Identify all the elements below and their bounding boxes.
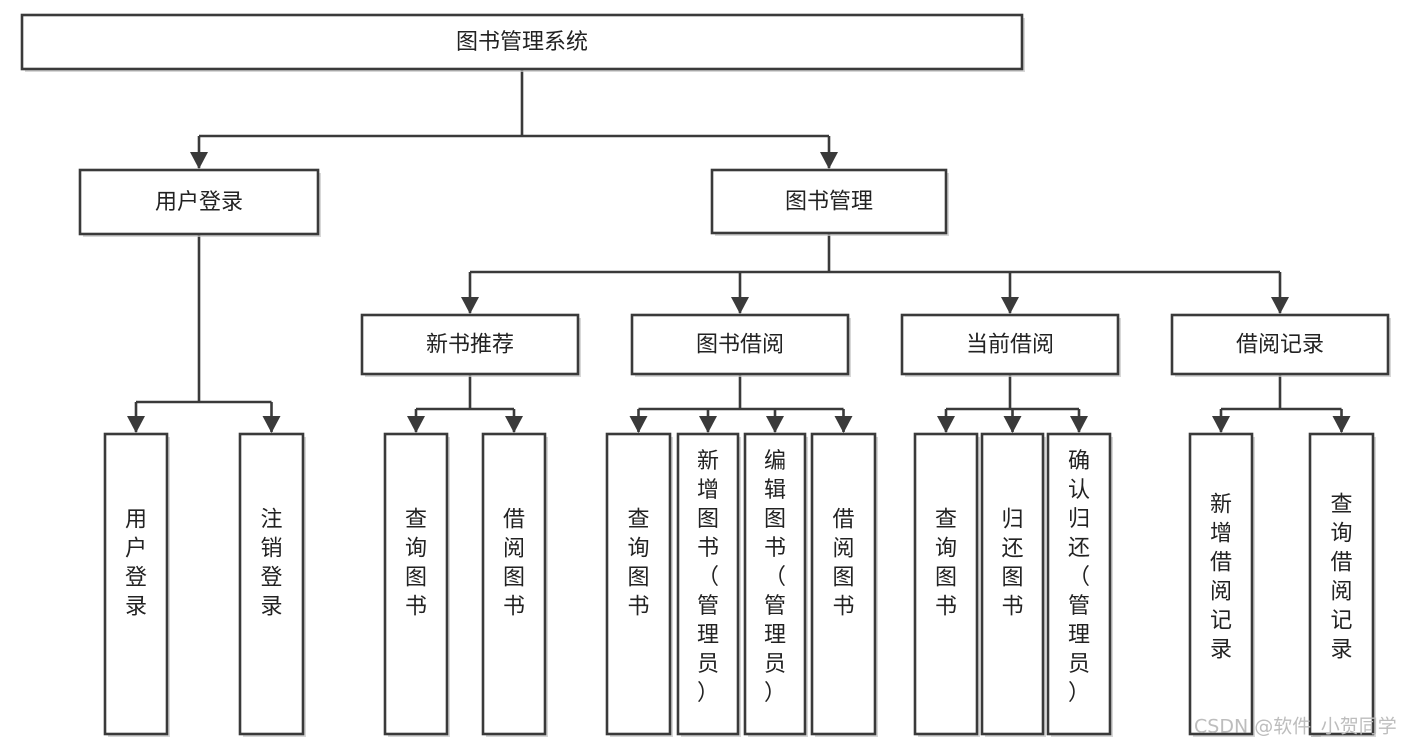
- box-outline: [630, 313, 850, 376]
- node-label: 查询图书: [405, 508, 427, 620]
- node-label: 借阅图书: [832, 508, 854, 620]
- box-outline: [900, 313, 1120, 376]
- arrow-head-icon: [1212, 416, 1230, 433]
- leaf-node-5[interactable]: 查询图书: [605, 432, 673, 737]
- node-label: 用户登录: [125, 508, 147, 620]
- node-label: 借阅记录: [1236, 333, 1324, 358]
- box-outline: [360, 313, 580, 376]
- arrow-head-icon: [937, 416, 955, 433]
- leaf-node-11[interactable]: 确认归还（管理员）: [1046, 432, 1113, 737]
- arrow-head-icon: [766, 416, 784, 433]
- level3-node-1[interactable]: 新书推荐: [360, 313, 581, 377]
- node-label: 查询图书: [627, 508, 649, 620]
- node-label: 查询图书: [935, 508, 957, 620]
- arrow-head-icon: [1003, 416, 1022, 433]
- box-outline: [238, 432, 305, 736]
- box-outline: [20, 13, 1024, 71]
- box-outline: [383, 432, 449, 736]
- node-label: 图书管理系统: [456, 30, 588, 55]
- node-label: 新书推荐: [426, 333, 514, 358]
- leaf-node-6[interactable]: 新增图书（管理员）: [676, 432, 741, 737]
- arrow-head-icon: [1070, 416, 1088, 433]
- box-outline: [78, 168, 320, 236]
- box-outline: [676, 432, 740, 736]
- watermark-label: CSDN @软件_小贺同学: [1194, 716, 1397, 738]
- level2-node-2[interactable]: 图书管理: [710, 168, 949, 236]
- leaf-node-1[interactable]: 用户登录: [103, 432, 170, 737]
- node-label: 当前借阅: [966, 333, 1054, 358]
- leaf-node-8[interactable]: 借阅图书: [810, 432, 878, 737]
- arrow-head-icon: [629, 416, 648, 433]
- arrow-head-icon: [1001, 297, 1019, 314]
- leaf-node-3[interactable]: 查询图书: [383, 432, 450, 737]
- arrow-head-icon: [407, 416, 425, 433]
- node-label: 编辑图书（管理员）: [764, 449, 786, 706]
- leaf-node-13[interactable]: 查询借阅记录: [1308, 432, 1376, 737]
- box-outline: [980, 432, 1045, 736]
- box-outline: [743, 432, 807, 736]
- leaf-node-10[interactable]: 归还图书: [980, 432, 1046, 737]
- node-label: 归还图书: [1001, 508, 1023, 620]
- node-label: 新增借阅记录: [1210, 493, 1232, 663]
- arrow-head-icon: [190, 152, 208, 169]
- arrow-head-icon: [461, 297, 479, 314]
- arrow-head-icon: [1271, 297, 1289, 314]
- node-label: 图书借阅: [696, 333, 784, 358]
- leaf-node-2[interactable]: 注销登录: [238, 432, 306, 737]
- arrow-head-icon: [699, 416, 717, 433]
- level3-node-4[interactable]: 借阅记录: [1170, 313, 1391, 377]
- box-outline: [710, 168, 948, 235]
- node-label: 确认归还（管理员）: [1068, 449, 1090, 706]
- box-outline: [103, 432, 169, 736]
- level2-node-1[interactable]: 用户登录: [78, 168, 321, 237]
- arrow-head-icon: [834, 416, 853, 433]
- arrow-head-icon: [127, 416, 145, 433]
- node-label: 查询借阅记录: [1330, 493, 1352, 663]
- connector-layer: [127, 69, 1351, 433]
- node-layer: 图书管理系统用户登录图书管理新书推荐图书借阅当前借阅借阅记录用户登录注销登录查询…: [20, 13, 1391, 737]
- box-outline: [913, 432, 979, 736]
- box-outline: [605, 432, 672, 736]
- leaf-node-9[interactable]: 查询图书: [913, 432, 980, 737]
- box-outline: [810, 432, 877, 736]
- leaf-node-12[interactable]: 新增借阅记录: [1188, 432, 1255, 737]
- arrow-head-icon: [1332, 416, 1351, 433]
- watermark-layer: CSDN @软件_小贺同学: [1194, 716, 1397, 738]
- arrow-head-icon: [505, 416, 523, 433]
- node-label: 借阅图书: [503, 508, 525, 620]
- node-label: 用户登录: [155, 190, 243, 215]
- box-outline: [1188, 432, 1254, 736]
- box-outline: [1308, 432, 1375, 736]
- root-node-1[interactable]: 图书管理系统: [20, 13, 1025, 72]
- leaf-node-4[interactable]: 借阅图书: [481, 432, 548, 737]
- box-outline: [481, 432, 547, 736]
- box-outline: [1170, 313, 1390, 376]
- arrow-head-icon: [820, 152, 838, 169]
- box-outline: [1046, 432, 1112, 736]
- node-label: 注销登录: [260, 508, 282, 620]
- level3-node-3[interactable]: 当前借阅: [900, 313, 1121, 377]
- node-label: 新增图书（管理员）: [697, 449, 719, 706]
- level3-node-2[interactable]: 图书借阅: [630, 313, 851, 377]
- arrow-head-icon: [731, 297, 749, 314]
- node-label: 图书管理: [785, 190, 873, 215]
- arrow-head-icon: [262, 416, 281, 433]
- leaf-node-7[interactable]: 编辑图书（管理员）: [743, 432, 808, 737]
